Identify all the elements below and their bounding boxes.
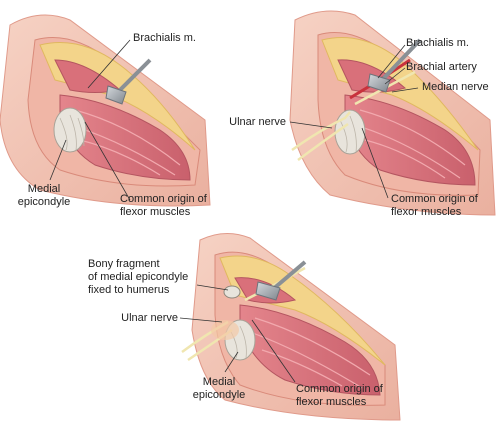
flexor-muscles — [59, 94, 191, 181]
label-median-nerve: Median nerve — [422, 81, 489, 93]
panel-2-leaders — [289, 44, 419, 199]
label-common-origin: Common origin of flexor muscles — [391, 193, 478, 219]
muscle-fibers — [354, 109, 466, 179]
bony-fragment — [223, 285, 241, 299]
label-line: Common origin of — [296, 383, 383, 395]
label-brachialis: Brachialis m. — [406, 37, 469, 49]
ulnar-nerve — [291, 111, 351, 162]
leader-brachialis — [87, 39, 131, 89]
leader-common-origin — [361, 127, 389, 199]
leader-bony-fragment — [196, 284, 229, 291]
leader-ulnar-nerve — [289, 121, 333, 129]
panel-3-retractor — [255, 260, 307, 301]
label-line: flexor muscles — [296, 396, 367, 408]
label-line: Medial — [202, 376, 236, 388]
leader-ulnar-nerve — [179, 317, 223, 323]
panel-2-arm — [289, 10, 496, 216]
medial-epicondyle-bone — [53, 107, 87, 153]
label-line: Bony fragment — [88, 258, 160, 270]
bone-striations — [339, 115, 357, 153]
nerve-bed — [211, 320, 239, 340]
label-common-origin: Common origin of flexor muscles — [296, 383, 383, 409]
label-line: Common origin of — [391, 193, 478, 205]
retractor-handle — [380, 38, 422, 82]
label-line: epicondyle — [17, 196, 71, 208]
flexor-muscles — [344, 94, 476, 186]
muscle-fibers — [249, 317, 371, 389]
label-bony-fragment: Bony fragment of medial epicondyle fixed… — [88, 258, 188, 297]
leader-common-origin — [84, 121, 131, 201]
panel-1-retractor — [105, 58, 152, 105]
retractor-handle — [270, 260, 307, 292]
median-nerve — [244, 266, 306, 302]
panel-1-leaders — [49, 39, 131, 201]
label-ulnar-nerve: Ulnar nerve — [121, 312, 178, 324]
leader-medial-epicondyle — [224, 351, 239, 373]
label-medial-epicondyle: Medial epicondyle — [10, 183, 78, 209]
retractor-blade — [105, 85, 127, 105]
panel-2-retractor — [367, 38, 422, 93]
label-line: Medial — [27, 183, 61, 195]
label-brachialis: Brachialis m. — [133, 32, 196, 44]
label-line: flexor muscles — [391, 206, 462, 218]
leader-brachialis — [377, 44, 406, 79]
retractor-handle — [116, 58, 152, 94]
retractor-blade — [255, 281, 281, 301]
bone-striations — [59, 114, 85, 151]
leader-brachial-artery — [384, 67, 406, 85]
flexor-muscles — [239, 304, 381, 396]
label-line: flexor muscles — [120, 206, 191, 218]
label-line: epicondyle — [192, 389, 246, 401]
label-line: Common origin of — [120, 193, 207, 205]
panel-1-arm — [0, 14, 211, 207]
label-common-origin: Common origin of flexor muscles — [120, 193, 207, 219]
leader-median-nerve — [391, 87, 419, 93]
label-brachial-artery: Brachial artery — [406, 61, 477, 73]
label-medial-epicondyle: Medial epicondyle — [185, 376, 253, 402]
label-ulnar-nerve: Ulnar nerve — [229, 116, 286, 128]
label-line: of medial epicondyle — [88, 271, 189, 283]
leader-medial-epicondyle — [49, 139, 67, 181]
retractor-blade — [367, 73, 391, 93]
leader-common-origin — [251, 319, 296, 383]
label-line: fixed to humerus — [88, 284, 170, 296]
panel-3-leaders — [179, 284, 296, 383]
